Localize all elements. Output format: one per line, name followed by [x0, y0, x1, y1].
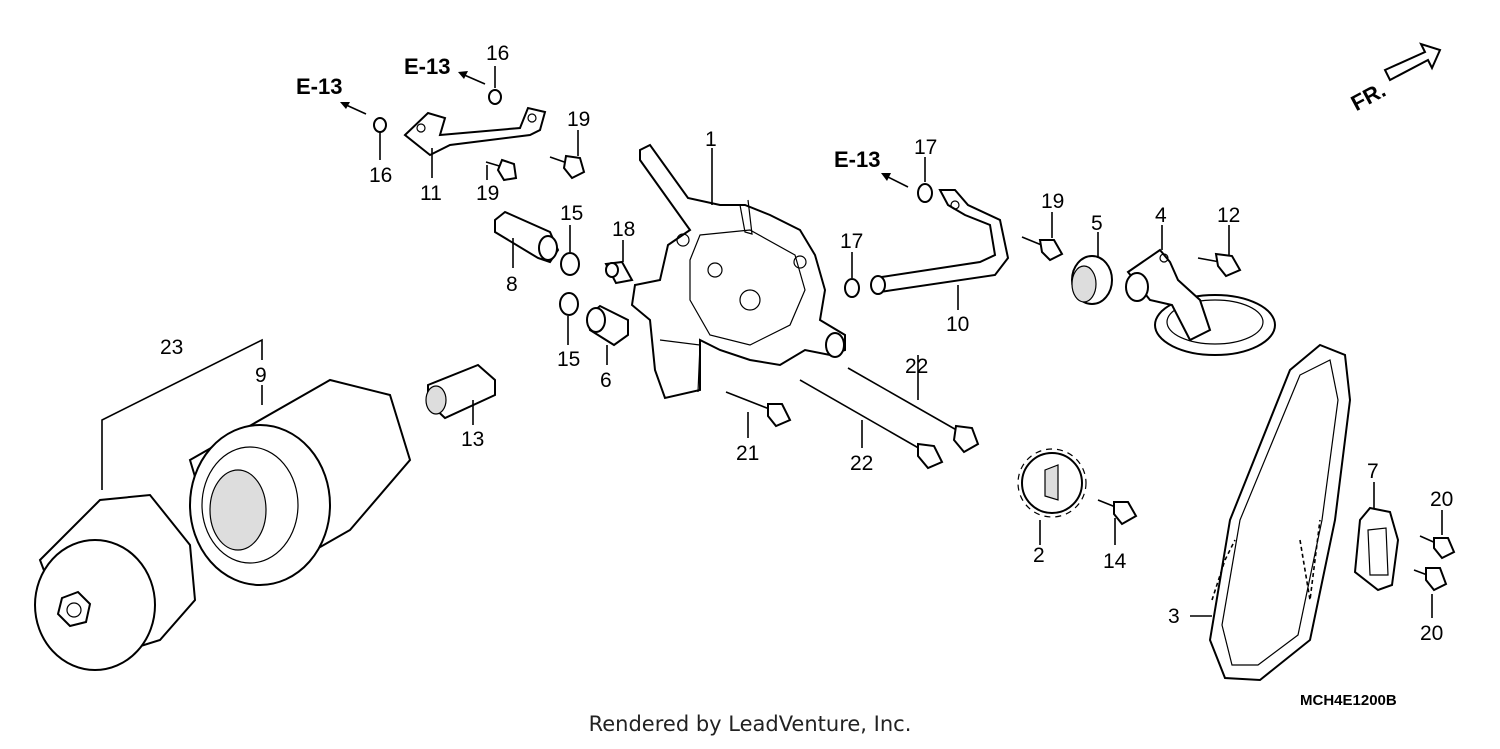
callout-17-upper: 17	[914, 136, 937, 159]
bolt-20-lower	[1413, 567, 1448, 592]
callout-18: 18	[612, 218, 635, 241]
front-label: FR.	[1347, 77, 1390, 116]
callout-12: 12	[1217, 204, 1240, 227]
callout-13: 13	[461, 428, 484, 451]
callout-9: 9	[255, 364, 267, 387]
callout-3: 3	[1168, 605, 1180, 628]
callout-bracket-23	[101, 338, 263, 490]
drive-chain-3	[1208, 343, 1352, 682]
callout-7: 7	[1367, 460, 1379, 483]
washer-17-lower	[844, 278, 860, 298]
callout-19-a: 19	[567, 108, 590, 131]
callout-14: 14	[1103, 550, 1127, 573]
callout-19-b: 19	[476, 182, 499, 205]
bolt-19-b	[549, 154, 586, 180]
diagram-code: MCH4E1200B	[1300, 692, 1397, 709]
oil-filter-bolt-13	[425, 363, 496, 420]
ref-label: E-13	[404, 54, 450, 79]
oil-strainer-4	[1125, 248, 1276, 356]
reference-e13-right: E-13	[834, 147, 909, 188]
credit-text: Rendered by LeadVenture, Inc.	[588, 712, 912, 736]
oil-pipe-10	[870, 189, 1010, 295]
bolt-22-upper	[847, 367, 980, 454]
reference-e13-top: E-13	[404, 54, 486, 85]
oil-pump-1	[630, 143, 846, 400]
washer-16-left	[373, 117, 387, 133]
callout-20-lower: 20	[1420, 622, 1443, 645]
callout-16-top: 16	[486, 42, 509, 65]
sprocket-2	[1017, 448, 1087, 518]
ref-label: E-13	[834, 147, 880, 172]
chain-guide-7	[1353, 506, 1400, 592]
bolt-19-a	[485, 158, 518, 182]
callout-numbers: 1 2 3 4 5 6 7 8 9 10 11 12 13 14 15 15 1…	[160, 42, 1453, 645]
callout-15-upper: 15	[560, 202, 583, 225]
callout-15-lower: 15	[557, 348, 580, 371]
callout-23: 23	[160, 336, 183, 359]
ref-label: E-13	[296, 74, 342, 99]
bolt-19-c	[1021, 236, 1064, 262]
callout-leaders	[261, 66, 1443, 618]
relief-valve-8	[494, 210, 560, 264]
callout-19-c: 19	[1041, 190, 1064, 213]
callout-16-left: 16	[369, 164, 392, 187]
bolt-12	[1197, 252, 1242, 278]
callout-22-upper: 22	[905, 355, 928, 378]
callout-6: 6	[600, 369, 612, 392]
callout-20-upper: 20	[1430, 488, 1453, 511]
callout-10: 10	[946, 313, 969, 336]
front-arrow-icon: FR.	[1347, 42, 1442, 116]
o-ring-15-lower	[559, 292, 579, 316]
callout-1: 1	[705, 128, 717, 151]
oil-filter-9	[188, 378, 412, 586]
o-ring-15-upper	[560, 252, 580, 276]
callout-8: 8	[506, 273, 518, 296]
callout-2: 2	[1033, 544, 1045, 567]
callout-11: 11	[420, 182, 442, 205]
reference-e13-left: E-13	[296, 74, 367, 115]
bolt-22-lower	[799, 379, 944, 470]
plug-5	[1071, 255, 1113, 305]
washer-16-top	[488, 89, 502, 105]
bolt-20-upper	[1419, 535, 1456, 560]
oil-filter-23	[34, 493, 197, 671]
dowel-pin-18	[604, 260, 634, 285]
bolt-21	[725, 391, 792, 428]
callout-22-lower: 22	[850, 452, 873, 475]
washer-17-upper	[917, 183, 933, 203]
callout-4: 4	[1155, 204, 1167, 227]
callout-5: 5	[1091, 212, 1103, 235]
bolt-14	[1097, 499, 1138, 526]
oil-pipe-11	[403, 106, 547, 157]
callout-21: 21	[736, 442, 759, 465]
collar-6	[586, 304, 629, 347]
callout-17-lower: 17	[840, 230, 863, 253]
